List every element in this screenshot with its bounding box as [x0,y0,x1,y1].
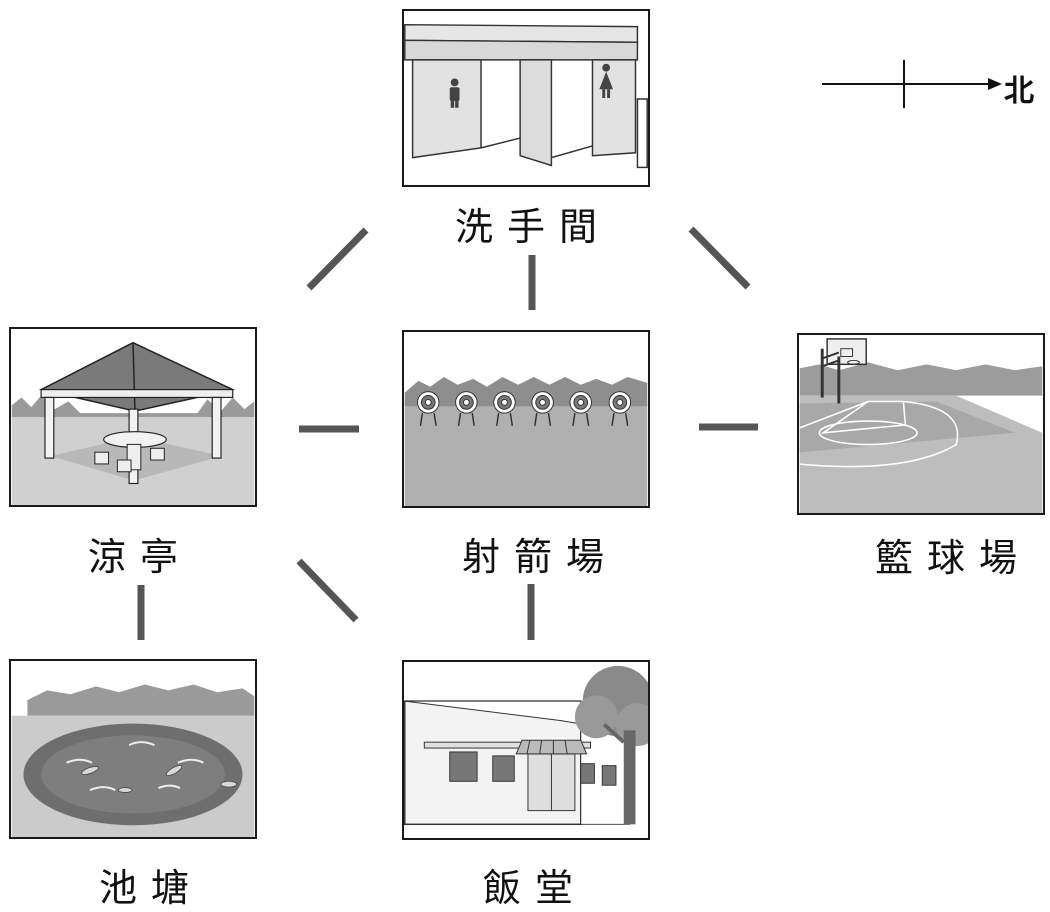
connector-pavilion-canteen [296,558,359,623]
toilet-picture [404,11,648,185]
archery-picture [404,332,648,506]
female-sign-icon [599,63,613,98]
connector-basketball-toilet [688,226,751,290]
male-sign-icon [449,78,460,108]
archery-card [402,330,650,508]
tree-icon [574,665,648,825]
archery-target-icon [417,391,632,414]
basketball-card [797,333,1045,515]
canteen-picture [404,662,648,838]
pavilion-picture [11,329,255,505]
pavilion-card [9,327,257,507]
toilet-card [402,9,650,187]
north-arrow-icon [822,60,1002,108]
canteen-card [402,660,650,840]
canteen-label: 飯堂 [482,866,587,910]
pond-label: 池塘 [98,866,203,910]
basketball-court-picture [799,335,1043,513]
archery-label: 射箭場 [461,535,618,579]
connector-pavilion-toilet [306,227,369,291]
basketball-label: 籃球場 [874,536,1031,580]
pond-picture [11,661,255,837]
pavilion-label: 涼亭 [87,535,192,579]
pond-card [9,659,257,839]
toilet-label: 洗手間 [454,205,611,249]
north-label: 北 [1004,74,1034,109]
